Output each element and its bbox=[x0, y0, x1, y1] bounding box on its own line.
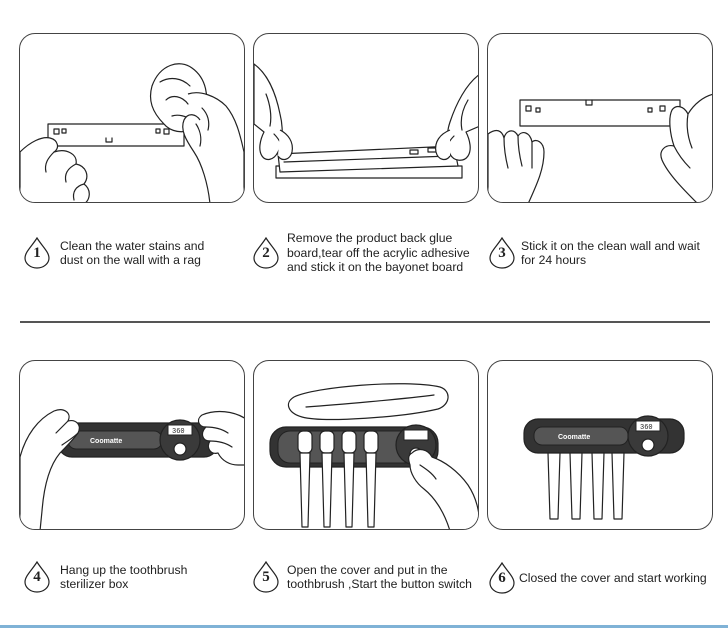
step-number-badge: 5 bbox=[251, 560, 281, 594]
step-3-illustration bbox=[487, 33, 713, 203]
mounting-board bbox=[519, 99, 681, 127]
insert-toothbrush-drawing bbox=[269, 383, 478, 529]
section-divider bbox=[20, 321, 710, 323]
water-drop-icon bbox=[253, 236, 279, 269]
step-number-badge: 1 bbox=[22, 236, 52, 270]
lcd-display bbox=[167, 424, 193, 436]
step-caption: Stick it on the clean wall and wait for … bbox=[521, 238, 700, 268]
water-drop-icon bbox=[24, 236, 50, 269]
pressing-hand bbox=[408, 448, 478, 529]
right-hand bbox=[197, 410, 244, 466]
left-hand bbox=[20, 137, 90, 202]
step-number: 6 bbox=[498, 570, 506, 586]
step-1: 1 Clean the water stains and dust on the… bbox=[22, 236, 204, 270]
step-number-badge: 3 bbox=[487, 236, 517, 270]
step-2: 2 Remove the product back glue board,tea… bbox=[251, 231, 470, 275]
step-number-badge: 6 bbox=[487, 561, 517, 595]
left-hand bbox=[254, 63, 283, 161]
step-number-badge: 4 bbox=[22, 560, 52, 594]
step-4: 4 Hang up the toothbrush sterilizer box bbox=[22, 560, 187, 594]
step-3: 3 Stick it on the clean wall and wait fo… bbox=[487, 236, 700, 270]
step-caption: Closed the cover and start working bbox=[519, 570, 707, 585]
step-number: 1 bbox=[33, 245, 41, 261]
water-drop-icon bbox=[489, 236, 515, 269]
mounting-board bbox=[47, 123, 185, 147]
right-hand bbox=[446, 74, 478, 161]
step-6: 6 Closed the cover and start working bbox=[487, 561, 707, 595]
step-caption: Clean the water stains and dust on the w… bbox=[60, 238, 205, 268]
brand-logo: Coomatte bbox=[558, 434, 590, 441]
step-2-illustration bbox=[253, 33, 479, 203]
toothbrush-handles bbox=[547, 452, 625, 520]
step-1-illustration bbox=[19, 33, 245, 203]
lcd-display bbox=[635, 420, 661, 432]
lcd-display bbox=[403, 429, 429, 441]
step-number-badge: 2 bbox=[251, 236, 281, 270]
water-drop-icon bbox=[253, 560, 279, 593]
step-caption: Open the cover and put in the toothbrush… bbox=[287, 562, 472, 592]
toothbrushes bbox=[297, 430, 379, 528]
wipe-wall-drawing bbox=[20, 63, 244, 202]
peel-adhesive-drawing bbox=[254, 63, 478, 179]
water-drop-icon bbox=[489, 561, 515, 594]
bottom-edge bbox=[0, 625, 728, 628]
step-caption: Remove the product back glue board,tear … bbox=[287, 231, 470, 274]
display-reading: 360 bbox=[640, 424, 653, 432]
step-4-illustration: Coomatte 360 bbox=[19, 360, 245, 530]
step-6-illustration: Coomatte 360 bbox=[487, 360, 713, 530]
right-hand bbox=[182, 92, 244, 202]
power-button-icon bbox=[641, 438, 655, 452]
step-number: 5 bbox=[262, 569, 270, 585]
step-number: 2 bbox=[262, 244, 270, 261]
closed-working-drawing: Coomatte 360 bbox=[523, 415, 685, 520]
left-hand bbox=[488, 129, 545, 202]
power-button-icon bbox=[173, 442, 187, 456]
right-hand bbox=[660, 93, 712, 202]
display-reading: 360 bbox=[172, 428, 185, 436]
step-caption: Hang up the toothbrush sterilizer box bbox=[60, 562, 188, 592]
left-hand bbox=[20, 409, 80, 529]
hang-box-drawing: Coomatte 360 bbox=[20, 409, 244, 529]
step-number: 3 bbox=[498, 245, 506, 261]
brand-logo: Coomatte bbox=[90, 438, 122, 445]
stick-on-wall-drawing bbox=[488, 93, 712, 202]
step-number: 4 bbox=[33, 569, 41, 585]
step-5-illustration bbox=[253, 360, 479, 530]
step-5: 5 Open the cover and put in the toothbru… bbox=[251, 560, 472, 594]
water-drop-icon bbox=[24, 560, 50, 593]
